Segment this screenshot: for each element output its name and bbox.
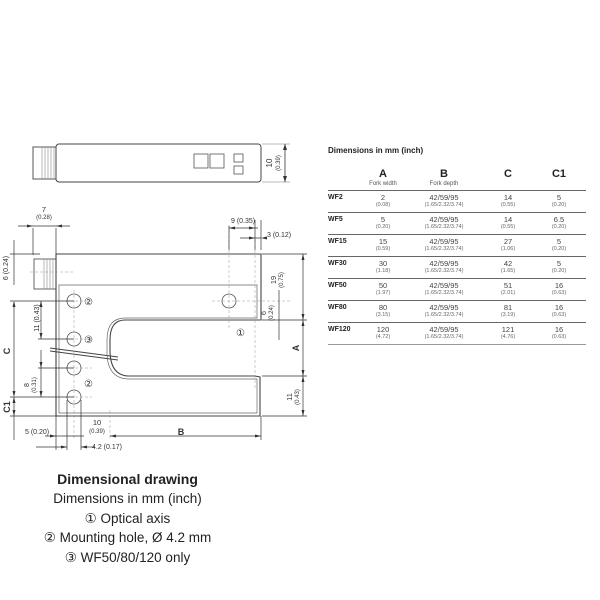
dim-9: 9 (0.35): [231, 218, 255, 225]
model-cell: WF50: [328, 282, 347, 289]
marker-wf50-only: ③: [84, 335, 93, 346]
marker-mounting-hole-2: ②: [84, 379, 93, 390]
dim-4-2: 4.2 (0.17): [92, 444, 122, 451]
caption-line-wf-only: ③ WF50/80/120 only: [64, 549, 191, 565]
dim-6-right: 6: [261, 311, 268, 315]
table-row: WF30 30(1.18) 42/59/95(1.65/2.32/3.74) 4…: [328, 256, 586, 279]
col-sub-B: Fork depth: [429, 181, 459, 187]
dim-3: 3 (0.12): [267, 232, 291, 239]
dim-B: B: [178, 427, 185, 437]
table-row: WF80 80(3.15) 42/59/95(1.65/2.32/3.74) 8…: [328, 300, 586, 323]
table-row: WF2 2(0.08) 42/59/95(1.65/2.32/3.74) 14(…: [328, 190, 586, 213]
col-header-B: B: [440, 168, 448, 180]
dim-11-left: 11 (0.43): [34, 304, 41, 332]
model-cell: WF80: [328, 304, 347, 311]
dim-A: A: [291, 344, 301, 351]
model-cell: WF5: [328, 216, 343, 223]
model-cell: WF120: [328, 326, 351, 333]
top-height-dim-in: (0.39): [276, 155, 282, 171]
table-row: WF15 15(0.59) 42/59/95(1.65/2.32/3.74) 2…: [328, 234, 586, 257]
dim-6-left: 6 (0.24): [3, 256, 10, 280]
table-row: WF5 5(0.20) 42/59/95(1.65/2.32/3.74) 14(…: [328, 212, 586, 235]
dim-C: C: [2, 347, 12, 354]
table-row: WF50 50(1.97) 42/59/95(1.65/2.32/3.74) 5…: [328, 278, 586, 301]
model-cell: WF2: [328, 194, 343, 201]
dimensional-drawing: 10 (0.39): [2, 143, 307, 451]
dim-8-in: (0.31): [32, 377, 38, 393]
col-header-C: C: [504, 168, 512, 180]
caption-line-optical-axis: ① Optical axis: [84, 510, 171, 526]
dim-8: 8: [24, 383, 31, 387]
dim-5: 5 (0.20): [25, 429, 49, 436]
table-title: Dimensions in mm (inch): [328, 146, 424, 155]
model-cell: WF15: [328, 238, 347, 245]
table-row: WF120 120(4.72) 42/59/95(1.65/2.32/3.74)…: [328, 322, 586, 345]
dim-10: 10: [93, 418, 101, 427]
dim-19-in: (0.75): [279, 272, 285, 288]
top-height-dim: 10: [265, 158, 274, 167]
dimensions-table: A B C C1 Fork width Fork depth WF2 2(0.0…: [328, 169, 586, 345]
drawing-caption: Dimensional drawing Dimensions in mm (in…: [0, 470, 255, 567]
dim-6-right-in: (0.24): [269, 305, 275, 321]
dim-11-right-in: (0.43): [295, 389, 301, 405]
caption-line-mounting-hole: ② Mounting hole, Ø 4.2 mm: [43, 530, 212, 545]
front-view: ② ③ ② ①: [2, 205, 307, 451]
dim-19: 19: [269, 276, 278, 284]
caption-title: Dimensional drawing: [57, 471, 198, 487]
dimensions-table-panel: Dimensions in mm (inch) A B C C1 Fork wi…: [328, 146, 588, 345]
dim-7: 7: [42, 205, 46, 214]
col-header-A: A: [379, 168, 387, 180]
dim-C1: C1: [2, 401, 12, 413]
marker-optical-axis: ①: [236, 328, 245, 339]
caption-line-units: Dimensions in mm (inch): [53, 491, 202, 506]
marker-mounting-hole-1: ②: [84, 297, 93, 308]
dim-11-right: 11: [285, 393, 294, 401]
dim-10-in: (0.39): [89, 429, 105, 435]
model-cell: WF30: [328, 260, 347, 267]
col-header-C1: C1: [551, 168, 567, 180]
col-sub-A: Fork width: [369, 181, 397, 187]
top-view: 10 (0.39): [32, 143, 290, 183]
dim-7-in: (0.28): [36, 215, 52, 221]
